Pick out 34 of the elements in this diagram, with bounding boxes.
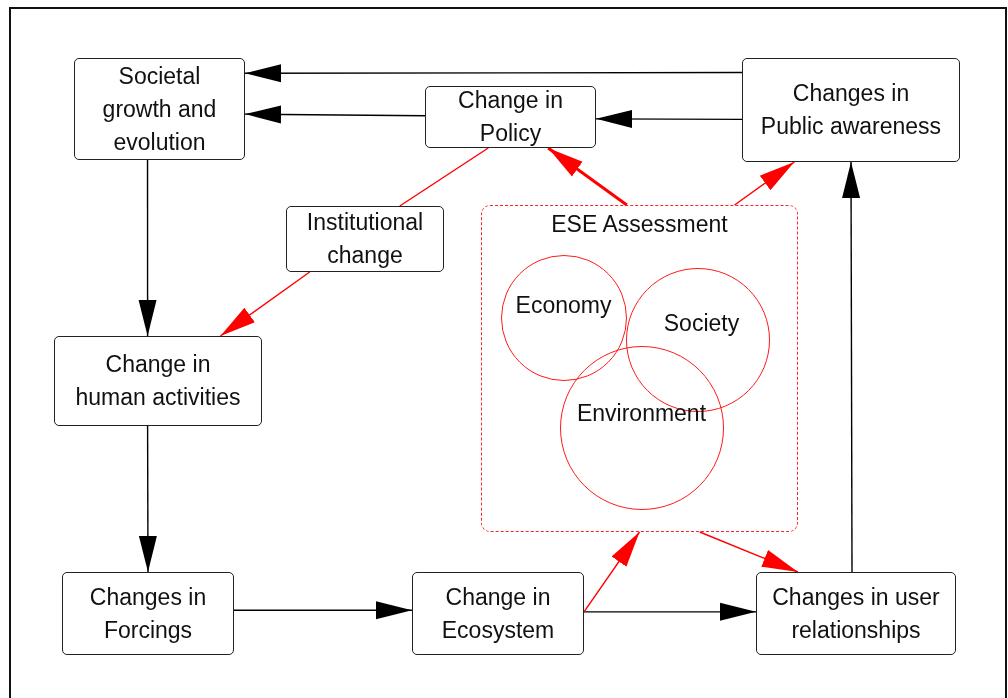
process-box — [425, 86, 596, 148]
assessment-group — [481, 205, 798, 532]
node-label: Changes in Public awareness — [760, 79, 942, 141]
node-label: Economy — [515, 291, 612, 320]
arrow — [733, 161, 796, 206]
node-label: Society — [663, 309, 740, 338]
node-label: Change in Ecosystem — [440, 582, 556, 645]
node-label: Changes in user relationships — [771, 582, 941, 645]
arrow — [219, 271, 311, 337]
arrow — [244, 105, 426, 124]
node-label: Change in human activities — [74, 350, 242, 412]
arrow — [138, 159, 157, 337]
process-box — [54, 336, 262, 426]
process-box — [756, 572, 956, 655]
node-label: Institutional change — [305, 208, 425, 270]
node-label: Societal growth and evolution — [101, 61, 218, 157]
arrow — [138, 425, 157, 573]
process-box — [286, 206, 444, 272]
process-box — [74, 58, 245, 160]
arrow — [699, 531, 799, 573]
node-label: Changes in Forcings — [88, 582, 208, 645]
arrow — [547, 146, 628, 207]
node-label: Change in Policy — [457, 86, 564, 148]
arrow — [595, 110, 743, 128]
process-box — [742, 58, 960, 162]
group-heading: ESE Assessment — [551, 210, 728, 239]
process-box — [412, 572, 584, 655]
arrow — [244, 64, 743, 83]
arrow — [842, 161, 861, 573]
node-label: Environment — [576, 399, 707, 428]
arrow — [583, 602, 757, 621]
arrow — [233, 601, 413, 620]
process-box — [62, 572, 234, 655]
arrow — [583, 531, 641, 613]
